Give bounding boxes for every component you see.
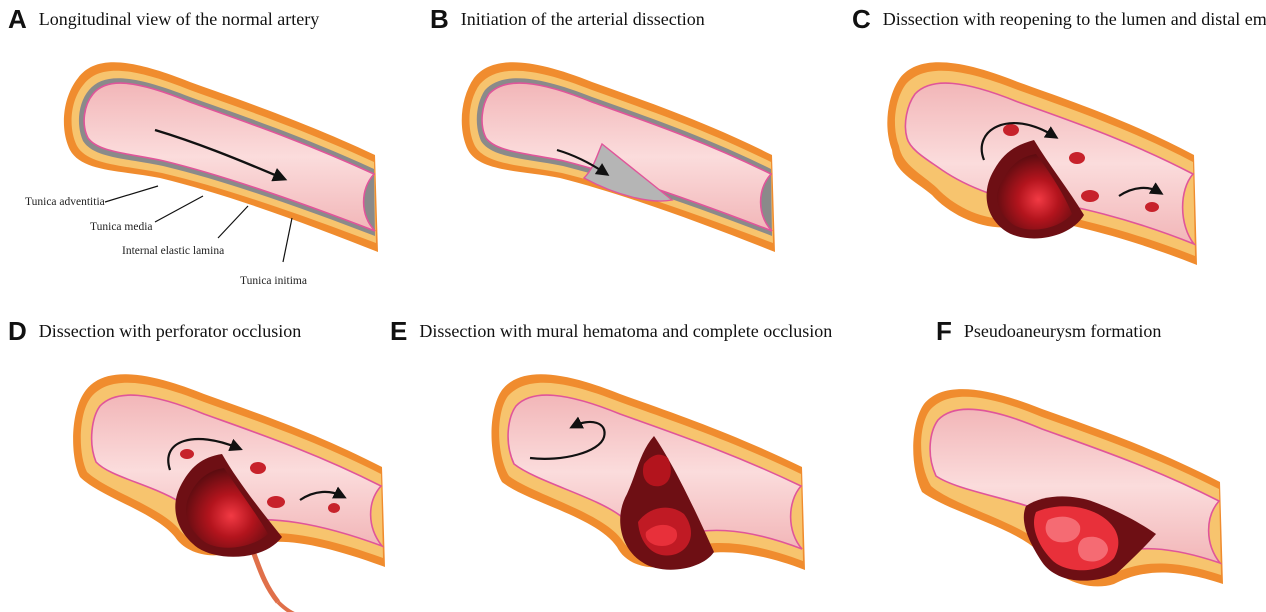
initiation-dissection-illustration (422, 0, 842, 300)
label-tunica-media: Tunica media (90, 221, 153, 233)
embolus (1003, 124, 1019, 136)
label-internal-elastic-lamina: Internal elastic lamina (122, 245, 224, 257)
embolus (1081, 190, 1099, 202)
label-tunica-intima: Tunica initima (240, 275, 307, 287)
normal-artery-illustration: Tunica adventitia Tunica media Internal … (0, 0, 420, 300)
label-tunica-adventitia: Tunica adventitia (25, 196, 105, 208)
callout-line-media (155, 196, 203, 222)
embolus (180, 449, 194, 459)
pseudoaneurysm-illustration (844, 312, 1264, 612)
embolus (1069, 152, 1085, 164)
callout-line-intima (283, 218, 292, 262)
pseudoaneurysm-highlight-left (1046, 517, 1081, 543)
embolus (267, 496, 285, 508)
mural-hematoma-occlusion-illustration (422, 312, 842, 612)
embolus (250, 462, 266, 474)
embolus (1145, 202, 1159, 212)
embolus (328, 503, 340, 513)
perforator-branch (278, 602, 300, 612)
callout-line-lamina (218, 206, 248, 238)
perforator-occlusion-illustration (0, 312, 420, 612)
reopening-emboli-illustration (844, 0, 1264, 300)
panel-e-letter: E (390, 316, 407, 346)
callout-line-adventitia (105, 186, 158, 202)
